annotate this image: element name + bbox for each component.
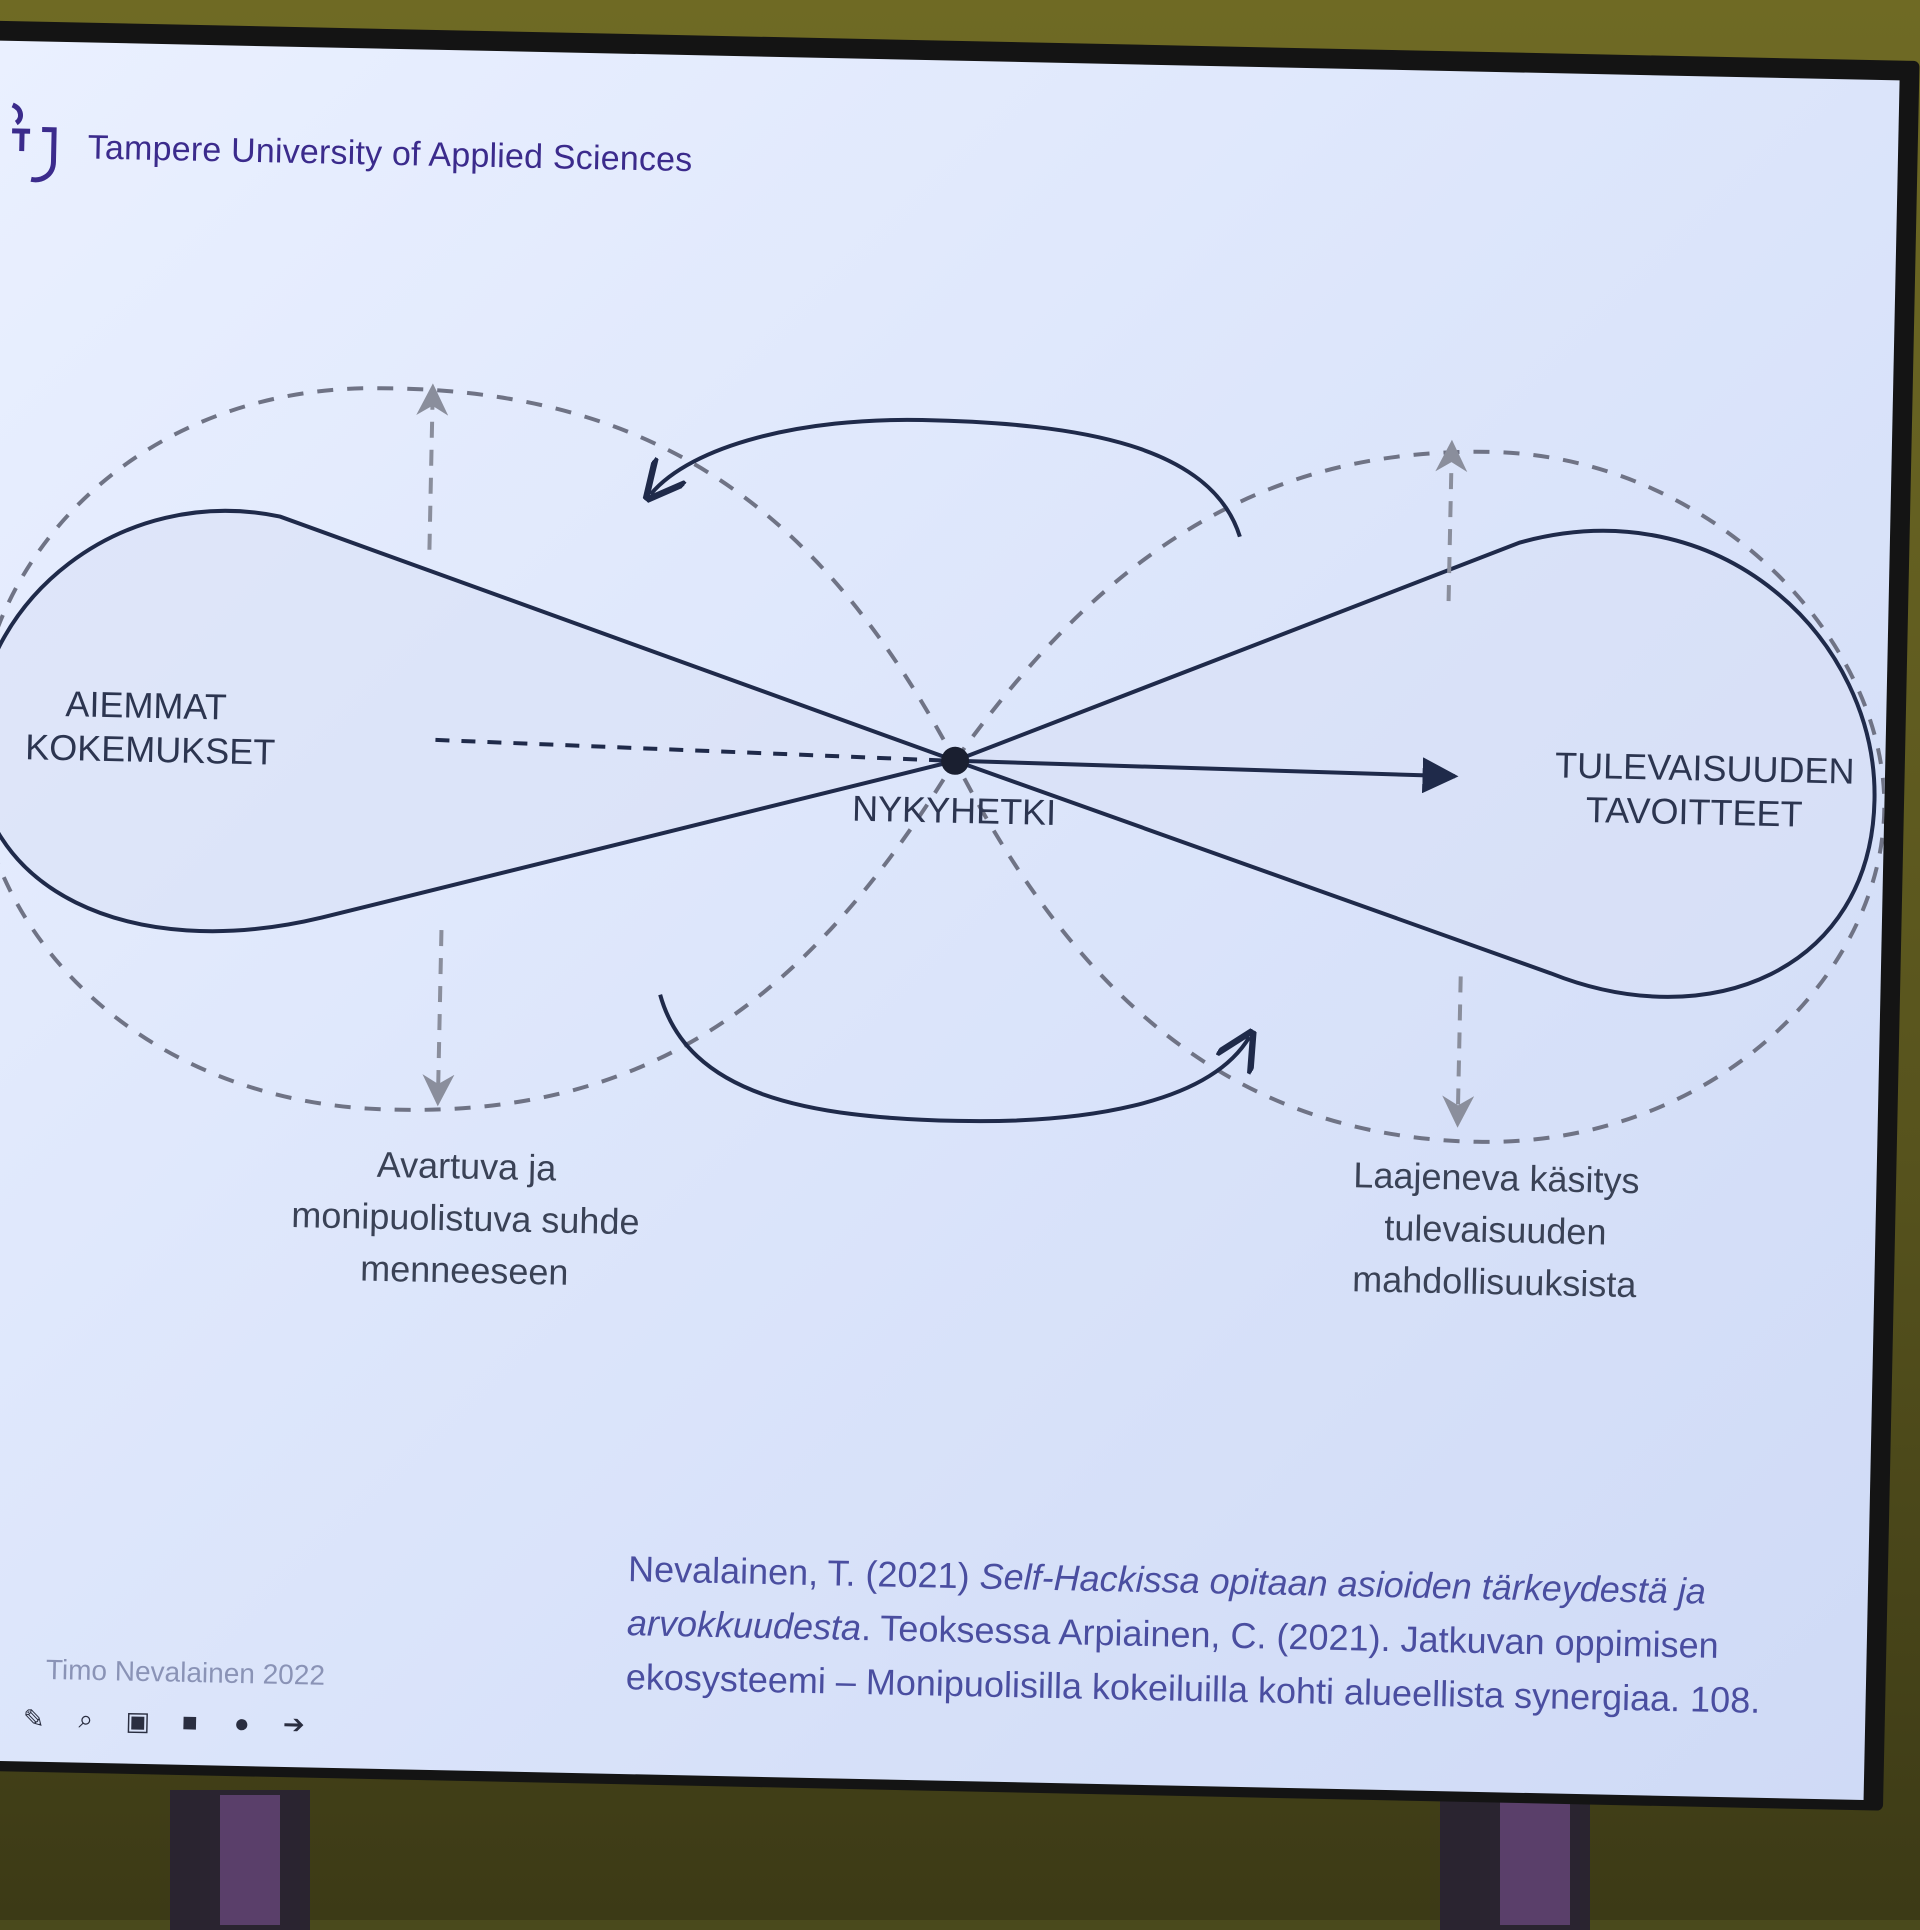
future-label-line2: TAVOITTEET: [1585, 789, 1803, 835]
institution-logo: Tampere University of Applied Sciences: [7, 101, 694, 205]
past-label-line2: KOKEMUKSET: [24, 726, 276, 773]
past-dashed-line: [435, 737, 946, 763]
lower-left-dashed-arrow: [422, 930, 455, 1107]
tamk-logo-icon: [11, 102, 57, 183]
more-icon[interactable]: ●: [233, 1707, 250, 1738]
reference-citation: Nevalainen, T. (2021) Self-Hackissa opit…: [625, 1542, 1828, 1729]
zoom-icon[interactable]: ⌕: [78, 1703, 94, 1734]
bottom-right-line1: Laajeneva käsitys: [1353, 1154, 1640, 1202]
upper-left-dashed-arrow: [416, 383, 449, 550]
bottom-left-line3: menneeseen: [359, 1247, 569, 1293]
stand-leg-left: [220, 1795, 280, 1925]
stand-leg-right: [1500, 1785, 1570, 1925]
lower-right-dashed-arrow: [1442, 976, 1475, 1128]
infinity-diagram: [0, 383, 1887, 1144]
bottom-left-caption: Avartuva ja monipuolistuva suhde mennees…: [254, 1136, 677, 1301]
reference-title-2: arvokkuudesta: [626, 1602, 862, 1649]
inner-solid-infinity: [0, 508, 1877, 999]
past-label-line1: AIEMMAT: [65, 683, 228, 728]
slideshow-toolbar: ◀ ✎ ⌕ ▣ ■ ● ➔: [0, 1700, 311, 1741]
bottom-left-line1: Avartuva ja: [376, 1143, 557, 1189]
reference-author: Nevalainen, T. (2021): [627, 1548, 981, 1597]
camera-icon[interactable]: ■: [181, 1706, 199, 1737]
slide-author: Timo Nevalainen 2022: [45, 1653, 326, 1691]
present-label: NYKYHETKI: [844, 786, 1065, 835]
future-goals-label: TULEVAISUUDEN TAVOITTEET: [1554, 743, 1855, 837]
bottom-curved-arrow: [658, 994, 1250, 1124]
subtitles-icon[interactable]: ▣: [125, 1705, 151, 1736]
top-curved-arrow: [650, 417, 1242, 538]
next-icon[interactable]: ➔: [282, 1708, 306, 1739]
future-arrow: [965, 757, 1459, 794]
presentation-slide: Tampere University of Applied Sciences: [0, 40, 1900, 1801]
bottom-right-line2: tulevaisuuden: [1383, 1206, 1607, 1253]
pen-icon[interactable]: ✎: [22, 1702, 46, 1734]
present-label-text: NYKYHETKI: [851, 787, 1057, 833]
reference-publication: ekosysteemi – Monipuolisilla kokeiluilla…: [625, 1656, 1761, 1721]
outer-dashed-infinity: [0, 386, 1887, 1144]
reference-source: . Teoksessa Arpiainen, C. (2021). Jatkuv…: [860, 1607, 1720, 1666]
reference-title-1: Self-Hackissa opitaan asioiden tärkeydes…: [979, 1555, 1707, 1612]
present-dot: [941, 746, 970, 775]
future-label-line1: TULEVAISUUDEN: [1554, 744, 1855, 792]
bottom-right-line3: mahdollisuuksista: [1351, 1258, 1637, 1306]
past-experiences-label: AIEMMAT KOKEMUKSET: [24, 681, 276, 774]
bottom-left-line2: monipuolistuva suhde: [290, 1193, 640, 1243]
bottom-right-caption: Laajeneva käsitys tulevaisuuden mahdolli…: [1324, 1149, 1667, 1312]
